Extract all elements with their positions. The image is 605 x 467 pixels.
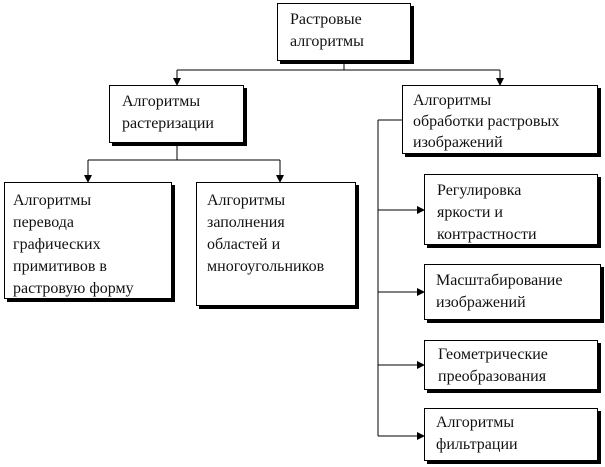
node-raster-algorithms: Растровые алгоритмы — [277, 3, 411, 61]
node-primitive-conversion: Алгоритмы перевода графических примитиво… — [4, 182, 172, 299]
node-area-filling: Алгоритмы заполнения областей и многоуго… — [196, 182, 356, 306]
node-raster-image-processing: Алгоритмы обработки растровых изображени… — [402, 85, 598, 154]
node-rasterization-algorithms: Алгоритмы растеризации — [109, 85, 244, 143]
node-image-scaling: Масштабирование изображений — [424, 264, 601, 320]
node-geometric-transforms: Геометрические преобразования — [424, 340, 598, 390]
node-filtering-algorithms: Алгоритмы фильтрации — [424, 408, 598, 461]
node-brightness-contrast: Регулировка яркости и контрастности — [424, 174, 598, 245]
